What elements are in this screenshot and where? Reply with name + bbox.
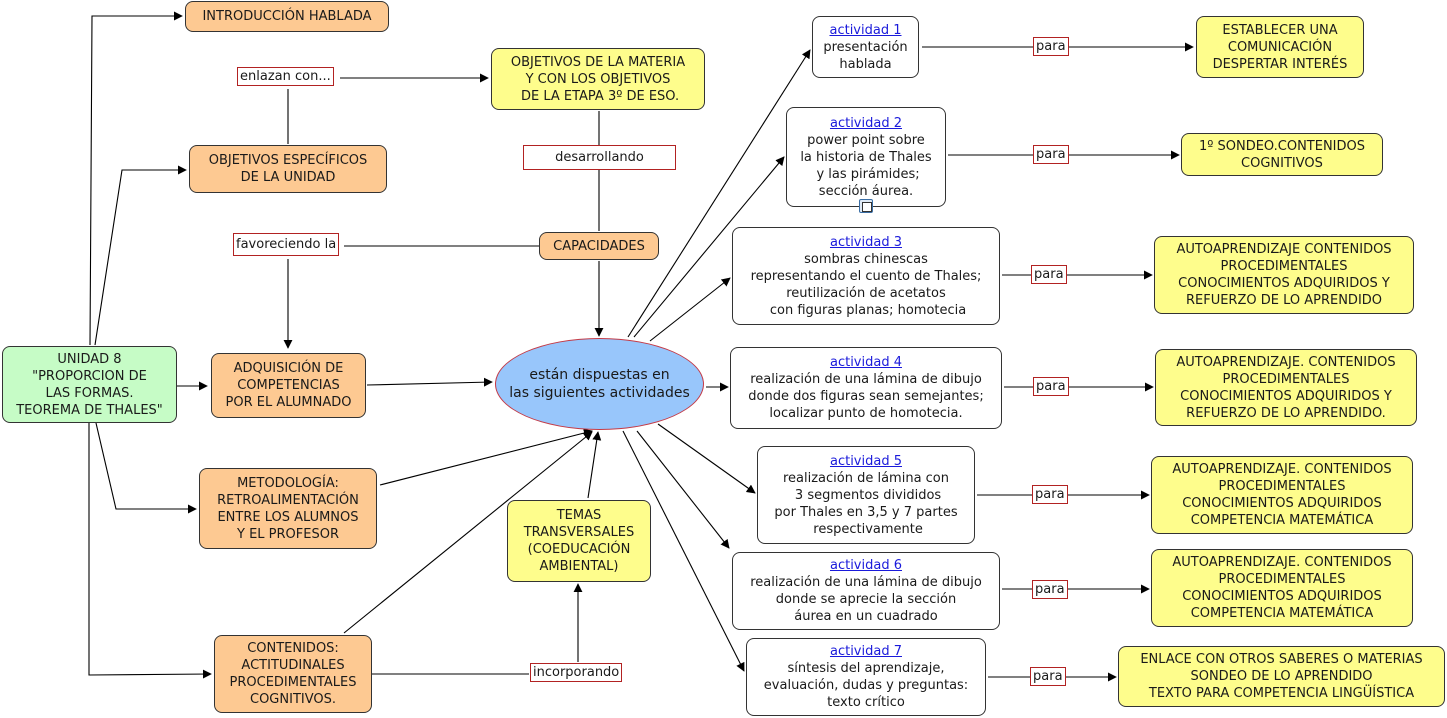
activity-text-1: presentación hablada xyxy=(823,39,908,72)
concept-actividades-center[interactable]: están dispuestas en las siguientes activ… xyxy=(495,338,704,430)
activity-link-6[interactable]: actividad 6 xyxy=(829,558,902,573)
concept-capacidades[interactable]: CAPACIDADES xyxy=(539,232,659,260)
activity-link-2[interactable]: actividad 2 xyxy=(829,115,902,131)
activity-node-1[interactable]: actividad 1 presentación hablada xyxy=(812,16,919,78)
activity-link-7[interactable]: actividad 7 xyxy=(829,644,902,659)
edge-root-metodologia xyxy=(95,422,197,514)
document-icon[interactable] xyxy=(859,199,873,213)
link-phrase-para-2[interactable]: para xyxy=(1033,145,1069,164)
goal-node-7[interactable]: ENLACE CON OTROS SABERES O MATERIAS SOND… xyxy=(1118,646,1445,707)
activity-node-4[interactable]: actividad 4 realización de una lámina de… xyxy=(730,347,1002,429)
link-phrase-para-3[interactable]: para xyxy=(1031,265,1067,284)
link-phrase-para-4[interactable]: para xyxy=(1033,377,1069,396)
goal-node-3[interactable]: AUTOAPRENDIZAJE CONTENIDOS PROCEDIMENTAL… xyxy=(1154,236,1414,314)
edge-root-contenidos xyxy=(88,423,212,679)
concept-metodologia[interactable]: METODOLOGÍA: RETROALIMENTACIÓN ENTRE LOS… xyxy=(199,468,377,549)
activity-node-5[interactable]: actividad 5 realización de lámina con 3 … xyxy=(757,446,975,544)
link-phrase-favoreciendo[interactable]: favoreciendo la xyxy=(233,233,340,256)
root-concept-unidad-8[interactable]: UNIDAD 8 "PROPORCION DE LAS FORMAS. TEOR… xyxy=(2,346,177,423)
activity-text-6: realización de una lámina de dibujo dond… xyxy=(750,575,982,624)
activity-node-6[interactable]: actividad 6 realización de una lámina de… xyxy=(732,552,1000,630)
activity-text-5: realización de lámina con 3 segmentos di… xyxy=(774,470,958,537)
link-phrase-enlazan[interactable]: enlazan con... xyxy=(237,67,334,86)
activity-link-1[interactable]: actividad 1 xyxy=(829,22,902,38)
activity-link-5[interactable]: actividad 5 xyxy=(829,453,902,469)
link-phrase-para-5[interactable]: para xyxy=(1032,485,1068,504)
concept-contenidos[interactable]: CONTENIDOS: ACTITUDINALES PROCEDIMENTALE… xyxy=(214,635,372,713)
link-phrase-para-7[interactable]: para xyxy=(1030,667,1066,686)
activity-node-3[interactable]: actividad 3 sombras chinescas representa… xyxy=(732,227,1000,325)
link-phrase-para-1[interactable]: para xyxy=(1033,37,1069,56)
concept-introduccion-hablada[interactable]: INTRODUCCIÓN HABLADA xyxy=(185,1,389,32)
activity-text-7: síntesis del aprendizaje, evaluación, du… xyxy=(763,661,969,710)
link-phrase-para-6[interactable]: para xyxy=(1032,580,1068,599)
concept-temas-transversales[interactable]: TEMAS TRANSVERSALES (COEDUCACIÓN AMBIENT… xyxy=(507,500,651,582)
activity-node-7[interactable]: actividad 7 síntesis del aprendizaje, ev… xyxy=(746,638,986,716)
activity-text-4: realización de una lámina de dibujo dond… xyxy=(748,372,984,421)
goal-node-4[interactable]: AUTOAPRENDIZAJE. CONTENIDOS PROCEDIMENTA… xyxy=(1155,349,1417,426)
goal-node-5[interactable]: AUTOAPRENDIZAJE. CONTENIDOS PROCEDIMENTA… xyxy=(1151,456,1413,534)
link-phrase-incorporando[interactable]: incorporando xyxy=(530,663,623,682)
goal-node-1[interactable]: ESTABLECER UNA COMUNICACIÓN DESPERTAR IN… xyxy=(1196,16,1364,78)
concept-adquisicion-competencias[interactable]: ADQUISICIÓN DE COMPETENCIAS POR EL ALUMN… xyxy=(211,353,366,418)
concept-objetivos-especificos[interactable]: OBJETIVOS ESPECÍFICOS DE LA UNIDAD xyxy=(189,145,387,193)
activity-link-3[interactable]: actividad 3 xyxy=(829,234,902,250)
edge-root-intro xyxy=(89,11,183,346)
activity-text-2: power point sobre la historia de Thales … xyxy=(800,132,932,199)
concept-objetivos-materia[interactable]: OBJETIVOS DE LA MATERIA Y CON LOS OBJETI… xyxy=(491,48,705,110)
goal-node-6[interactable]: AUTOAPRENDIZAJE. CONTENIDOS PROCEDIMENTA… xyxy=(1151,549,1413,627)
edge-root-objetivos xyxy=(94,165,187,346)
link-phrase-desarrollando[interactable]: desarrollando xyxy=(523,145,676,170)
activity-text-3: sombras chinescas representando el cuent… xyxy=(750,251,982,318)
goal-node-2[interactable]: 1º SONDEO.CONTENIDOS COGNITIVOS xyxy=(1181,133,1383,176)
activity-link-4[interactable]: actividad 4 xyxy=(829,355,902,370)
activity-node-2[interactable]: actividad 2 power point sobre la histori… xyxy=(786,107,946,207)
